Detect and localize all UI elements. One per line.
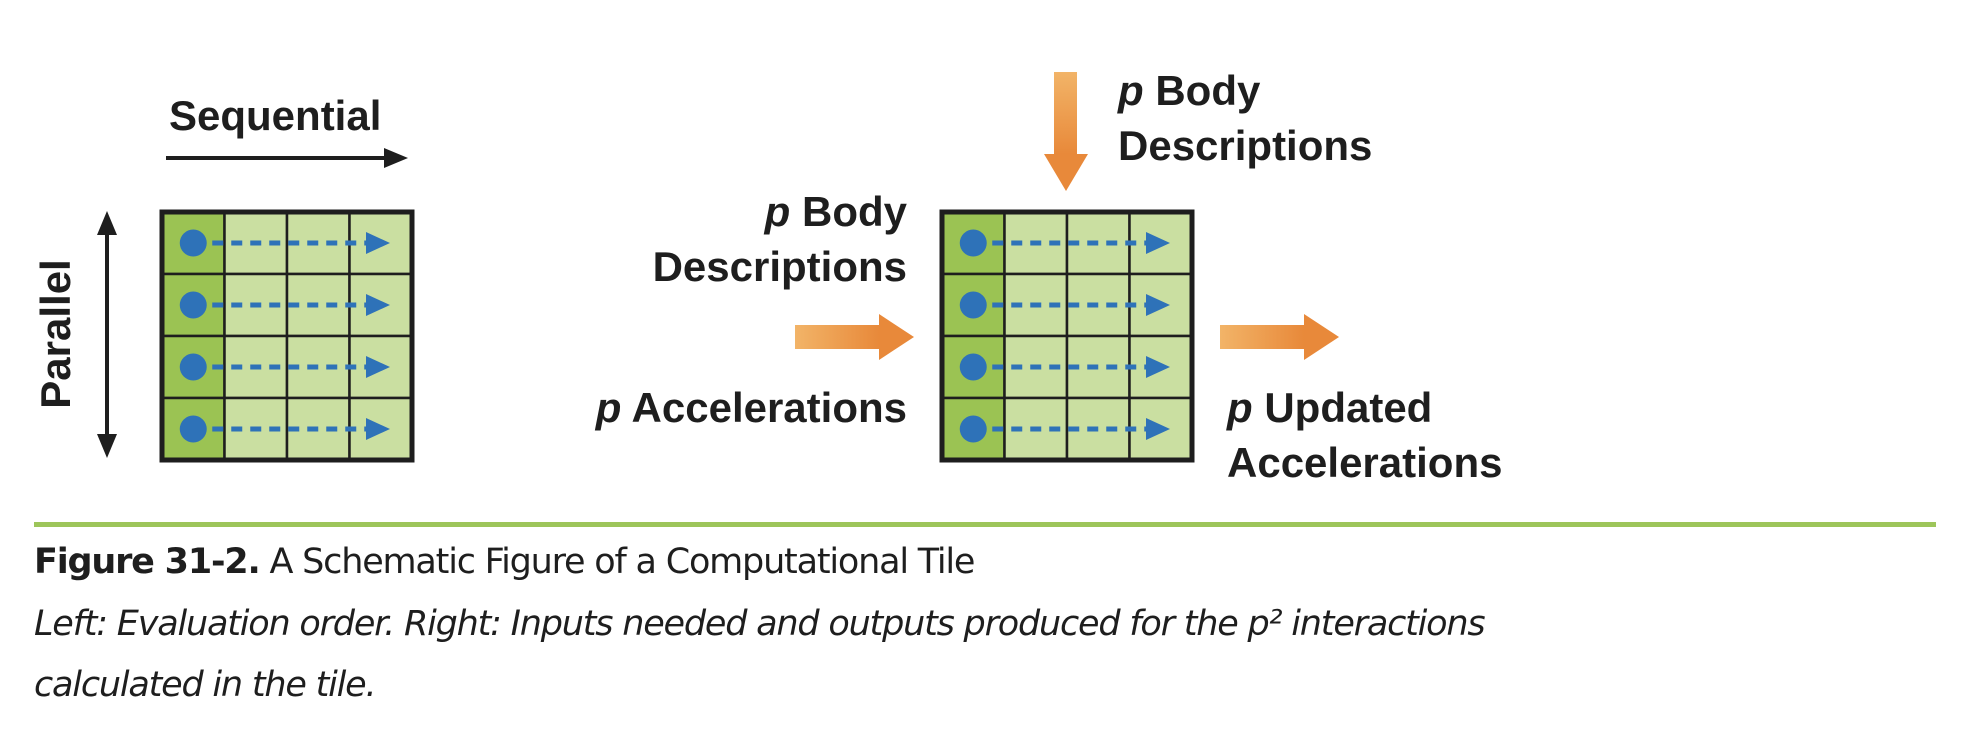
caption-line-2: Left: Evaluation order. Right: Inputs ne… [34,604,1486,644]
sequential-arrow-icon [166,148,408,168]
body-dot [959,291,987,319]
parallel-arrow-icon [97,211,117,458]
top-input-line2: Descriptions [1118,122,1372,169]
left-input-1-line2: Descriptions [653,243,907,290]
arrowhead-icon [1146,418,1170,440]
left-input-1-line1: p Body [764,188,908,235]
body-dot [959,353,987,381]
tile-border [159,209,415,463]
arrowhead-icon [366,418,390,440]
arrowhead-icon [366,232,390,254]
tile-computational [939,209,1195,463]
left-input-2: p Accelerations [595,384,907,431]
input-arrow-top-icon [1044,72,1088,191]
parallel-label: Parallel [32,259,79,408]
caption-line-3: calculated in the tile. [34,665,377,705]
tile-border [939,209,1195,463]
caption-divider [34,522,1936,527]
arrowhead-icon [1146,232,1170,254]
body-dot [959,415,987,443]
tile-evaluation-order [159,209,415,463]
body-dot [179,291,207,319]
body-dot [179,353,207,381]
output-line1: p Updated [1226,384,1432,431]
body-dot [959,229,987,257]
body-dot [179,415,207,443]
output-line2: Accelerations [1227,439,1502,486]
input-arrow-left-icon [795,314,914,360]
sequential-label: Sequential [169,92,381,139]
top-input-line1: p Body [1117,67,1261,114]
caption-title: Figure 31-2. A Schematic Figure of a Com… [34,542,975,582]
output-arrow-icon [1220,314,1339,360]
arrowhead-icon [1146,356,1170,378]
arrowhead-icon [1146,294,1170,316]
arrowhead-icon [366,356,390,378]
body-dot [179,229,207,257]
figure-title: A Schematic Figure of a Computational Ti… [269,542,975,582]
figure-number: Figure 31-2. [34,542,261,582]
arrowhead-icon [366,294,390,316]
